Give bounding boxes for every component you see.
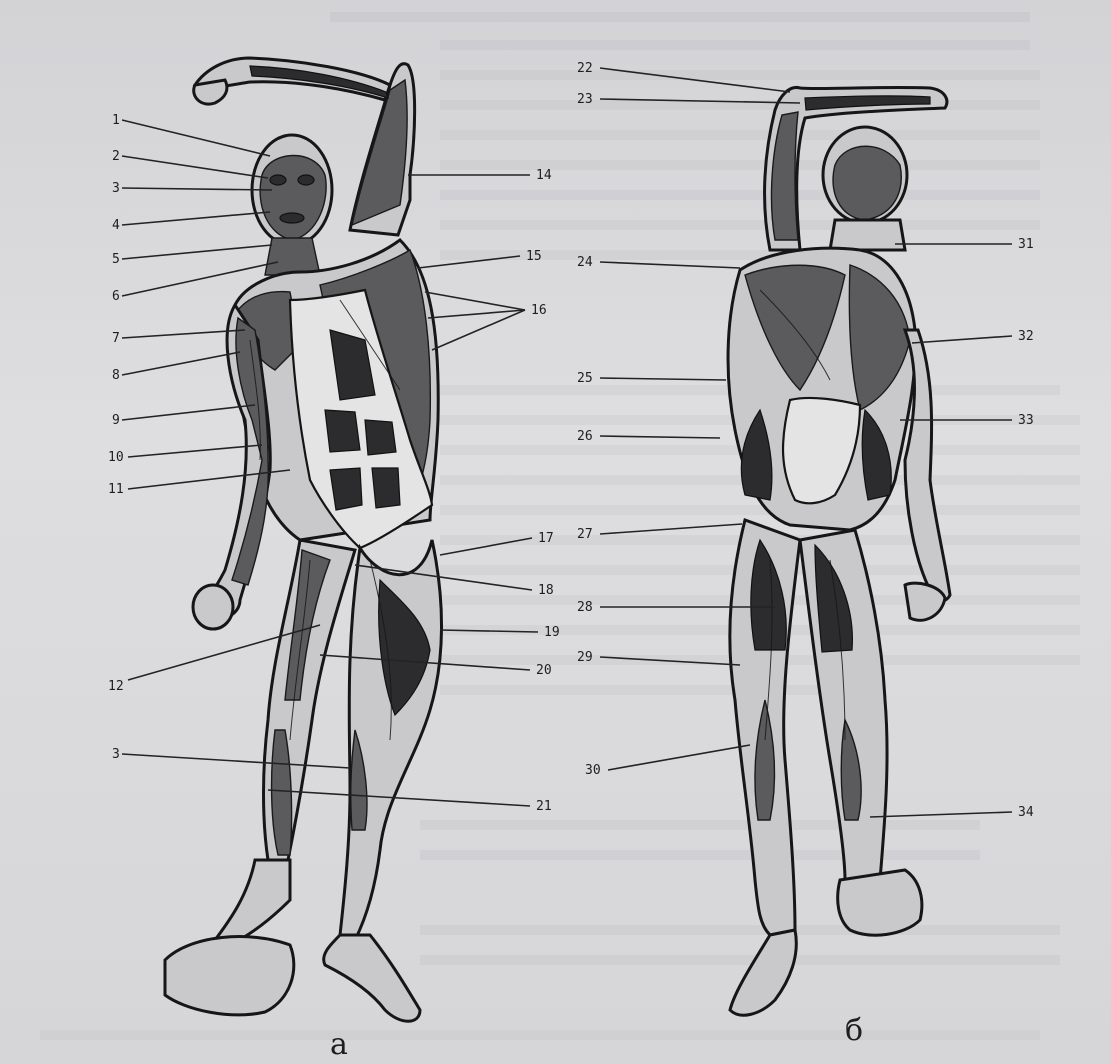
label-11: 11 (108, 482, 124, 497)
leader-line-24 (600, 262, 740, 268)
leader-line-2 (122, 156, 268, 178)
label-30: 30 (585, 763, 601, 778)
front-figure (165, 58, 442, 1021)
label-32: 32 (1018, 329, 1034, 344)
label-9: 9 (112, 413, 120, 428)
leader-line-16a (425, 292, 525, 310)
label-21: 21 (536, 799, 552, 814)
label-1: 1 (112, 113, 120, 128)
label-20: 20 (536, 663, 552, 678)
leader-line-25 (600, 378, 726, 380)
label-4: 4 (112, 218, 120, 233)
label-2: 2 (112, 149, 120, 164)
label-14: 14 (536, 168, 552, 183)
label-3: 3 (112, 181, 120, 196)
label-24: 24 (577, 255, 593, 270)
label-33: 33 (1018, 413, 1034, 428)
label-6: 6 (112, 289, 120, 304)
leader-line-8 (122, 352, 240, 375)
label-27: 27 (577, 527, 593, 542)
leader-line-10 (128, 445, 262, 457)
label-10: 10 (108, 450, 124, 465)
label-31: 31 (1018, 237, 1034, 252)
leader-line-9 (122, 405, 255, 420)
leader-line-34 (870, 812, 1012, 817)
label-15: 15 (526, 249, 542, 264)
label-17: 17 (538, 531, 554, 546)
label-5: 5 (112, 252, 120, 267)
leader-line-5 (122, 245, 272, 259)
label-23: 23 (577, 92, 593, 107)
label-25: 25 (577, 371, 593, 386)
label-16: 16 (531, 303, 547, 318)
label-12: 12 (108, 679, 124, 694)
leader-line-3b (122, 754, 350, 768)
label-34: 34 (1018, 805, 1034, 820)
label-26: 26 (577, 429, 593, 444)
caption-b: б (845, 1013, 863, 1048)
leader-line-32 (912, 336, 1012, 343)
leader-line-3 (122, 188, 272, 190)
label-18: 18 (538, 583, 554, 598)
leader-line-21 (268, 790, 530, 806)
label-19: 19 (544, 625, 560, 640)
label-8: 8 (112, 368, 120, 383)
leader-line-30 (608, 745, 750, 770)
leader-line-1 (122, 120, 270, 156)
label-28: 28 (577, 600, 593, 615)
caption-a: а (330, 1027, 348, 1062)
leader-line-26 (600, 436, 720, 438)
label-7: 7 (112, 331, 120, 346)
leader-line-27 (600, 524, 742, 534)
leader-line-4 (122, 212, 270, 225)
label-29: 29 (577, 650, 593, 665)
label-22: 22 (577, 61, 593, 76)
label-3b: 3 (112, 747, 120, 762)
